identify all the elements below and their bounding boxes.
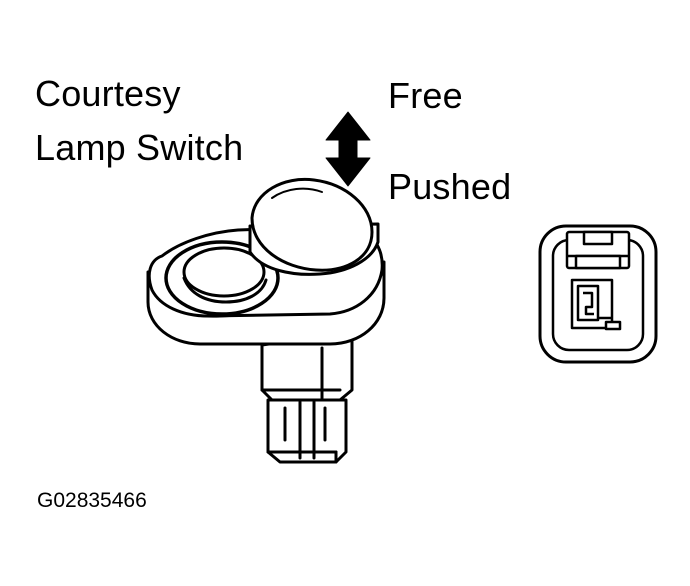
switch-name-line-1: Courtesy — [35, 73, 181, 114]
double-vertical-arrow-icon — [325, 111, 371, 187]
courtesy-lamp-switch-illustration — [146, 177, 386, 464]
state-label-pushed: Pushed — [388, 166, 512, 207]
switch-name-line-2: Lamp Switch — [35, 127, 244, 168]
state-label-free: Free — [388, 75, 463, 116]
figure-code: G02835466 — [37, 489, 147, 512]
connector-front-view-illustration — [538, 224, 658, 364]
